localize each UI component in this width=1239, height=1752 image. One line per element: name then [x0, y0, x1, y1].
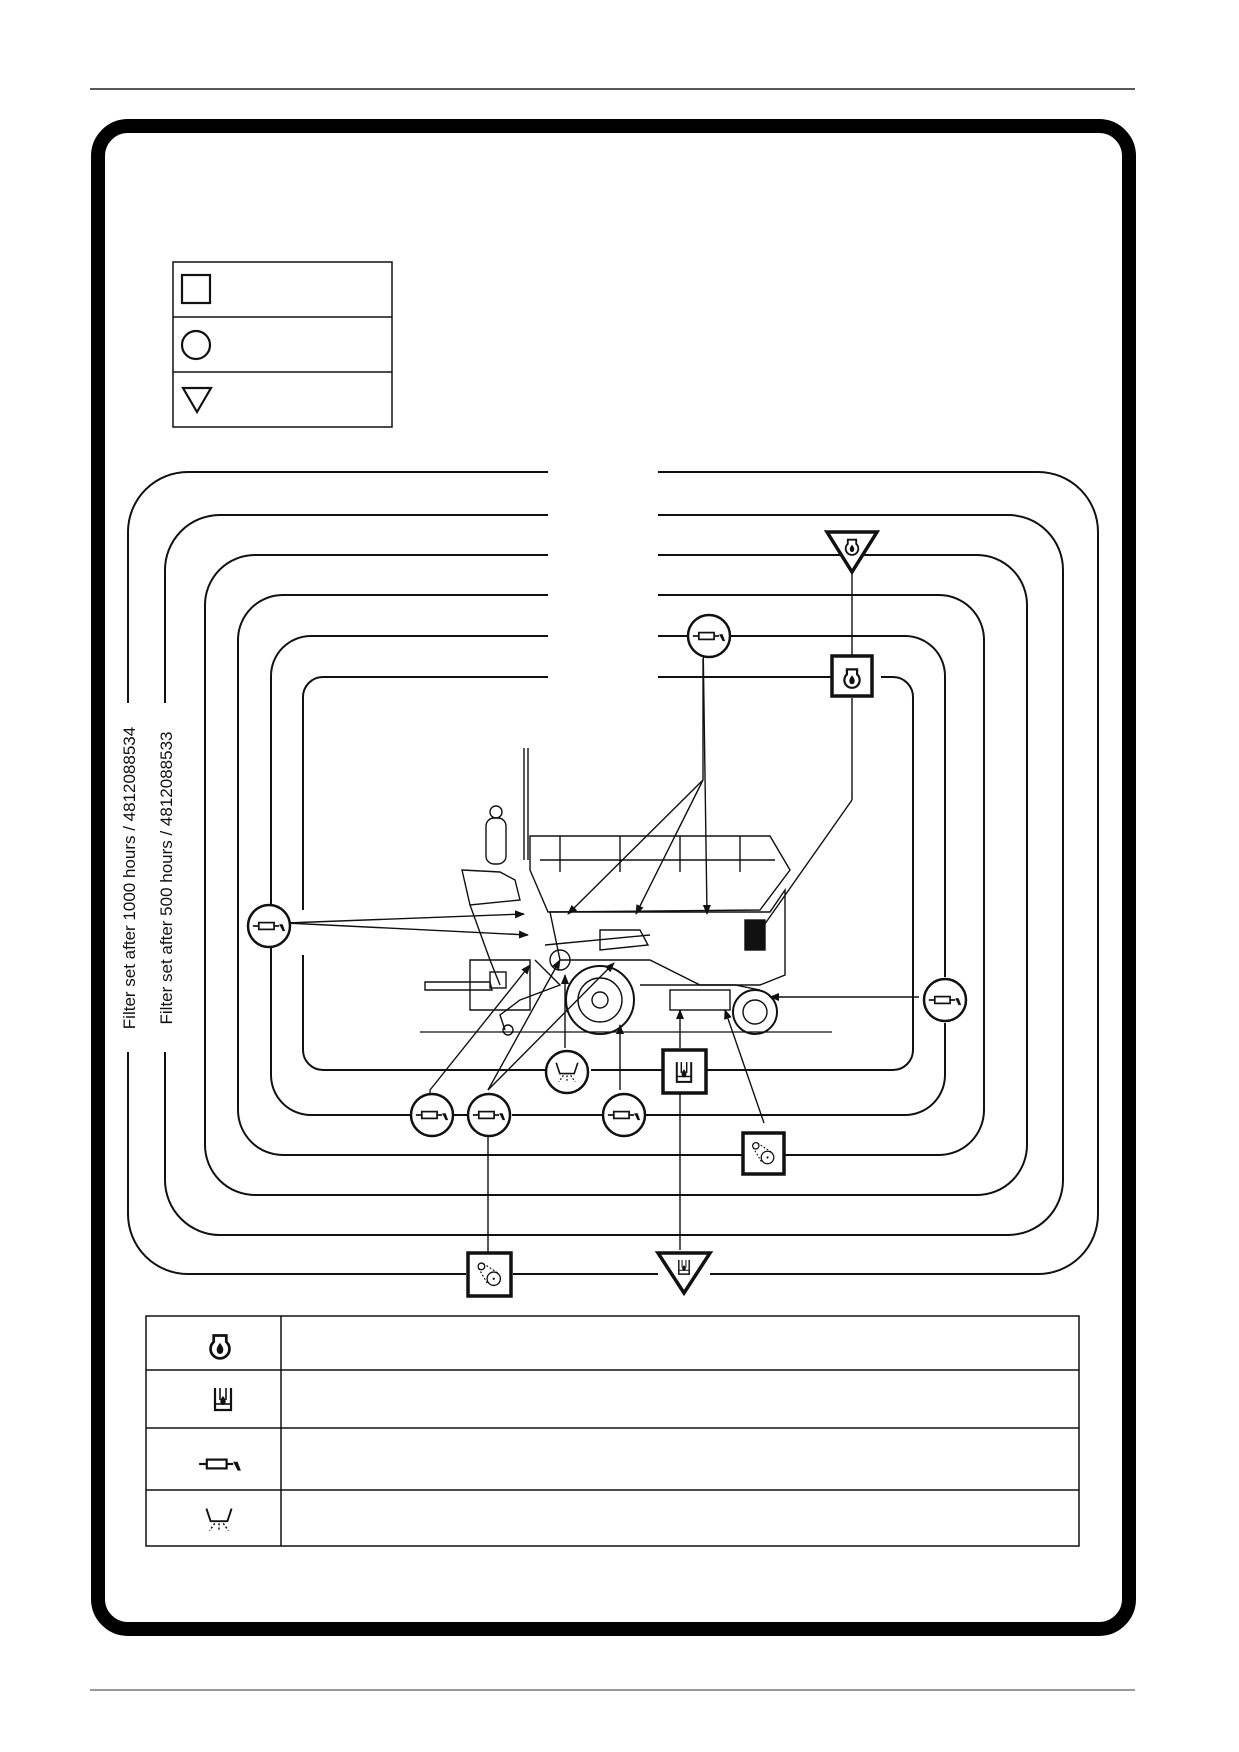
- triangle-symbol-icon: [181, 386, 213, 415]
- callout-grease-left: [246, 903, 292, 949]
- engine-oil-icon: [209, 1334, 231, 1360]
- callout-connectors: [429, 572, 853, 1255]
- interval-legend: [172, 261, 393, 428]
- callout-belt-square-right: [741, 1131, 786, 1176]
- callout-grease-bottom-2: [466, 1092, 512, 1138]
- callout-engine-oil-triangle: [823, 530, 881, 576]
- paver-machine-illustration: [420, 748, 832, 1036]
- callout-grease-top: [686, 613, 732, 659]
- square-symbol-icon: [180, 273, 212, 305]
- callout-engine-oil-square: [830, 654, 874, 698]
- symbol-legend: [145, 1315, 1080, 1547]
- callout-hydraulic-square: [661, 1048, 708, 1095]
- circle-symbol-icon: [180, 329, 212, 361]
- callout-leaders: [285, 636, 919, 1124]
- callout-grease-bottom-3: [601, 1092, 647, 1138]
- hydraulic-oil-icon: [213, 1386, 233, 1412]
- interval-tracks: [127, 471, 1099, 1275]
- spray-nozzle-icon: [205, 1507, 233, 1533]
- outer-frame: [91, 119, 1136, 1636]
- callout-spray-circle: [544, 1049, 590, 1095]
- callout-grease-bottom-1: [409, 1092, 455, 1138]
- outer-filter-label: Filter set after 1000 hours / 4812088534: [120, 727, 139, 1029]
- callout-hydraulic-triangle: [654, 1251, 714, 1297]
- inner-filter-label: Filter set after 500 hours / 4812088533: [157, 732, 176, 1025]
- callout-grease-right: [922, 977, 968, 1023]
- callout-belt-square-bottom: [466, 1251, 513, 1298]
- grease-gun-icon: [198, 1458, 242, 1472]
